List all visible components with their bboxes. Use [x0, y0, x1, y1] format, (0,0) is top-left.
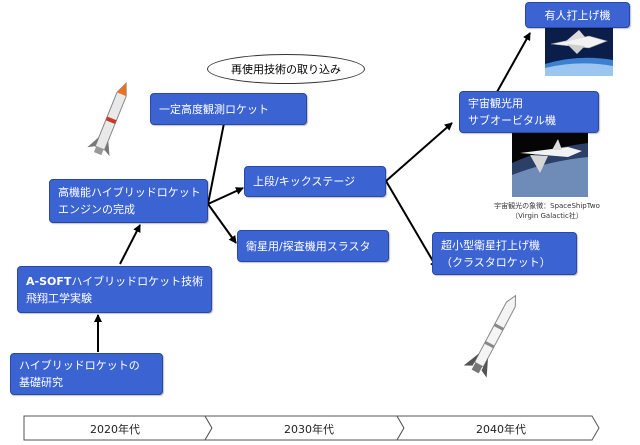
node-tourism-line1: 宇宙観光用 — [468, 97, 523, 110]
timeline-label-2030s: 2030年代 — [284, 423, 334, 436]
node-micro-sat-launcher: 超小型衛星打上げ機 （クラスタロケット） — [432, 232, 577, 275]
reuse-technology-bubble: 再使用技術の取り込み — [207, 54, 365, 84]
node-space-tourism: 宇宙観光用 サブオービタル機 — [459, 91, 599, 133]
node-basic-research: ハイブリッドロケットの 基礎研究 — [10, 353, 163, 395]
arrow-upperstage-to-microsat — [385, 180, 438, 269]
cluster-rocket-icon — [463, 294, 517, 378]
node-crewed-launcher: 有人打上げ機 — [525, 2, 630, 28]
node-altitude-rocket: 一定高度観測ロケット — [150, 93, 307, 125]
reuse-technology-text: 再使用技術の取り込み — [231, 63, 341, 76]
hybrid-rocket-icon — [87, 81, 127, 157]
caption-line1: 宇宙観光の象徴：SpaceShipTwo — [494, 202, 600, 210]
node-engine-line2: エンジンの完成 — [58, 203, 135, 216]
timeline-label-2040s: 2040年代 — [476, 423, 526, 436]
arrow-tourism-to-crewed — [496, 32, 531, 93]
node-basic-research-line2: 基礎研究 — [19, 376, 63, 389]
node-altitude-line1: 一定高度観測ロケット — [159, 102, 269, 116]
node-basic-research-line1: ハイブリッドロケットの — [19, 359, 140, 372]
arrow-upperstage-to-tourism — [385, 122, 453, 182]
node-upperstage-line1: 上段/キックステージ — [253, 175, 356, 188]
node-tourism-line2: サブオービタル機 — [468, 114, 556, 127]
arrow-engine-to-upperstage — [207, 187, 244, 205]
node-asoft-line1: A-SOFTハイブリッドロケット技術 — [26, 273, 203, 290]
timeline-bar — [23, 415, 600, 441]
arrow-engine-to-thruster — [207, 203, 237, 244]
node-upper-stage: 上段/キックステージ — [244, 166, 386, 197]
arrow-engine-to-altitude — [207, 112, 229, 205]
node-engine-line1: 高機能ハイブリッドロケット — [58, 186, 201, 199]
node-asoft-flight-experiment: A-SOFTハイブリッドロケット技術 飛翔工学実験 — [17, 266, 212, 313]
node-crewed-line1: 有人打上げ機 — [544, 8, 611, 22]
node-thruster: 衛星用/探査機用スラスタ — [237, 230, 389, 262]
caption-line2: （Virgin Galactic社） — [511, 212, 583, 220]
spaceshiptwo-photo — [512, 133, 588, 197]
spaceshiptwo-caption: 宇宙観光の象徴：SpaceShipTwo （Virgin Galactic社） — [478, 201, 616, 221]
node-microsat-line2: （クラスタロケット） — [441, 255, 551, 269]
node-asoft-line2: 飛翔工学実験 — [26, 291, 92, 305]
timeline-label-2020s: 2020年代 — [90, 423, 140, 436]
node-asoft-line1-rest: ハイブリッドロケット技術 — [71, 274, 204, 288]
node-asoft-line1-bold: A-SOFT — [26, 274, 72, 288]
node-thruster-line1: 衛星用/探査機用スラスタ — [246, 239, 371, 253]
arrow-asoft-to-engine — [119, 224, 141, 265]
crewed-spaceplane-photo — [545, 24, 613, 76]
node-high-perf-engine: 高機能ハイブリッドロケット エンジンの完成 — [49, 179, 208, 223]
timeline-segment-2040s — [396, 415, 600, 441]
node-microsat-line1: 超小型衛星打上げ機 — [441, 238, 540, 252]
